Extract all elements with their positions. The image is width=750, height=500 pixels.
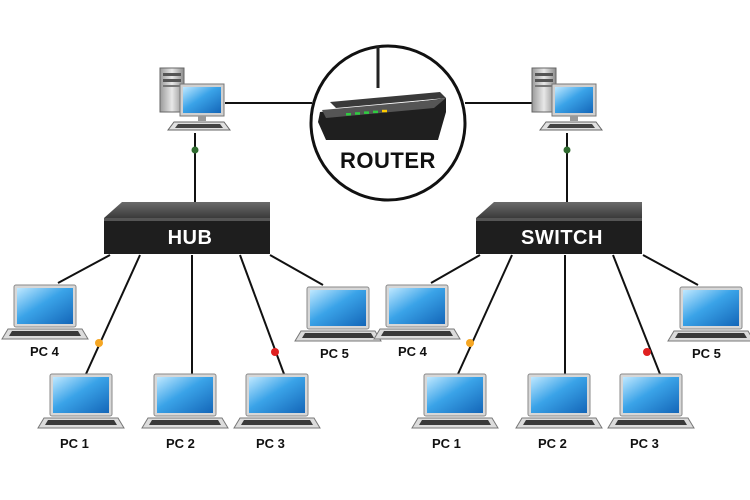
pc-label: PC 3	[256, 436, 285, 451]
router-led	[346, 113, 351, 116]
connector-red-switch	[643, 348, 651, 356]
connector-green-left	[191, 146, 199, 154]
hub-pc4: PC 4	[1, 284, 89, 359]
top-cables	[191, 102, 571, 203]
router-icon	[318, 46, 446, 140]
pc-label: PC 1	[60, 436, 89, 451]
router-leds	[346, 109, 387, 116]
pc-label: PC 4	[30, 344, 60, 359]
connector-green-right	[563, 146, 571, 154]
pc-label: PC 2	[166, 436, 195, 451]
hub-pc3: PC 3	[233, 373, 321, 451]
pc-label: PC 4	[398, 344, 428, 359]
router-label: ROUTER	[340, 148, 436, 173]
connector-red-hub	[271, 348, 279, 356]
hub-pc5: PC 5	[294, 286, 382, 361]
pc-label: PC 5	[320, 346, 349, 361]
switch-device: SWITCH	[476, 202, 642, 254]
router: ROUTER	[309, 44, 467, 202]
pc-label: PC 5	[692, 346, 721, 361]
router-led	[373, 110, 378, 114]
switch-label: SWITCH	[521, 227, 603, 249]
hub-label: HUB	[168, 227, 213, 249]
connector-orange-hub	[95, 339, 103, 347]
connector-orange-switch	[466, 339, 474, 347]
pc-label: PC 1	[432, 436, 461, 451]
switch-pc5: PC 5	[667, 286, 750, 361]
hub-device: HUB	[104, 202, 270, 254]
switch-pc1: PC 1	[411, 373, 499, 451]
desktop-left	[159, 67, 231, 131]
switch-pc3: PC 3	[607, 373, 695, 451]
switch-cables	[430, 254, 699, 375]
switch-pc2: PC 2	[515, 373, 603, 451]
hub-cables	[57, 254, 324, 375]
desktop-right	[531, 67, 603, 131]
pc-label: PC 3	[630, 436, 659, 451]
switch-pc4: PC 4	[373, 284, 461, 359]
pc-label: PC 2	[538, 436, 567, 451]
router-led	[355, 112, 360, 115]
hub-pc1: PC 1	[37, 373, 125, 451]
router-led	[382, 109, 387, 113]
router-led	[364, 111, 369, 114]
hub-pc2: PC 2	[141, 373, 229, 451]
